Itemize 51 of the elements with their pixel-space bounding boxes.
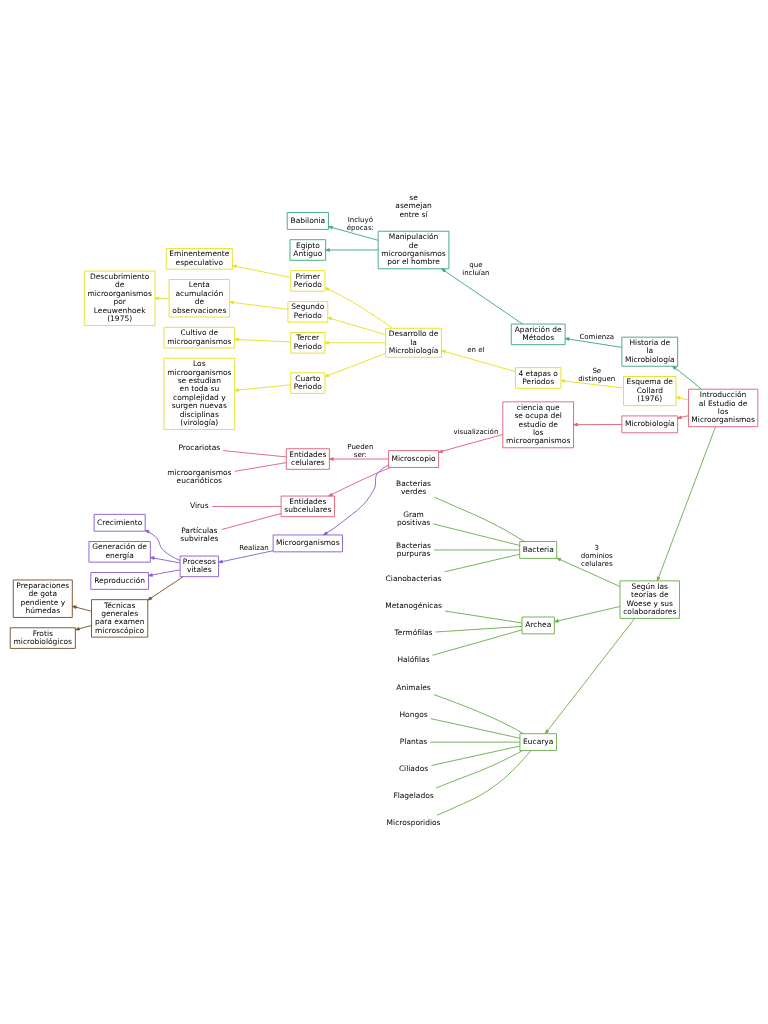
- arrow: [327, 316, 386, 336]
- arrow: [148, 569, 181, 577]
- connector: [429, 741, 521, 743]
- connector: [433, 549, 521, 551]
- arrow: [560, 379, 624, 389]
- arrow: [323, 464, 389, 536]
- arrow: [672, 365, 702, 390]
- arrow: [234, 384, 292, 392]
- arrow: [544, 617, 636, 734]
- arrow: [328, 467, 392, 497]
- connector: [435, 750, 523, 789]
- connector: [222, 450, 287, 458]
- arrow: [229, 300, 289, 310]
- connector: [444, 610, 523, 624]
- arrow: [324, 341, 386, 345]
- arrow: [564, 337, 623, 348]
- connector: [221, 513, 282, 530]
- arrow: [438, 434, 504, 453]
- arrow: [556, 557, 621, 587]
- arrow: [328, 225, 379, 241]
- arrow: [154, 296, 170, 301]
- arrow: [232, 264, 292, 278]
- connector: [444, 553, 521, 573]
- arrow: [324, 352, 386, 378]
- arrow: [324, 287, 394, 329]
- connector: [433, 496, 525, 542]
- connector: [211, 505, 282, 507]
- arrow: [144, 529, 181, 561]
- arrow: [218, 550, 274, 564]
- arrow: [573, 422, 623, 427]
- connector: [433, 694, 524, 735]
- arrow: [75, 625, 92, 631]
- connector: [436, 750, 532, 816]
- arrow: [441, 268, 524, 325]
- arrow: [554, 606, 621, 623]
- arrow: [234, 337, 292, 343]
- connector: [234, 462, 287, 472]
- arrow: [329, 457, 389, 461]
- connector: [432, 629, 523, 656]
- arrow: [677, 415, 689, 420]
- connector: [435, 625, 523, 633]
- connector: [430, 718, 521, 739]
- arrow: [441, 349, 516, 373]
- arrow: [71, 605, 92, 612]
- connector: [430, 745, 521, 766]
- arrow: [325, 248, 379, 252]
- arrow: [147, 576, 184, 601]
- arrow: [656, 426, 716, 582]
- connector: [432, 523, 521, 546]
- arrow: [675, 396, 689, 401]
- arrow: [149, 556, 181, 564]
